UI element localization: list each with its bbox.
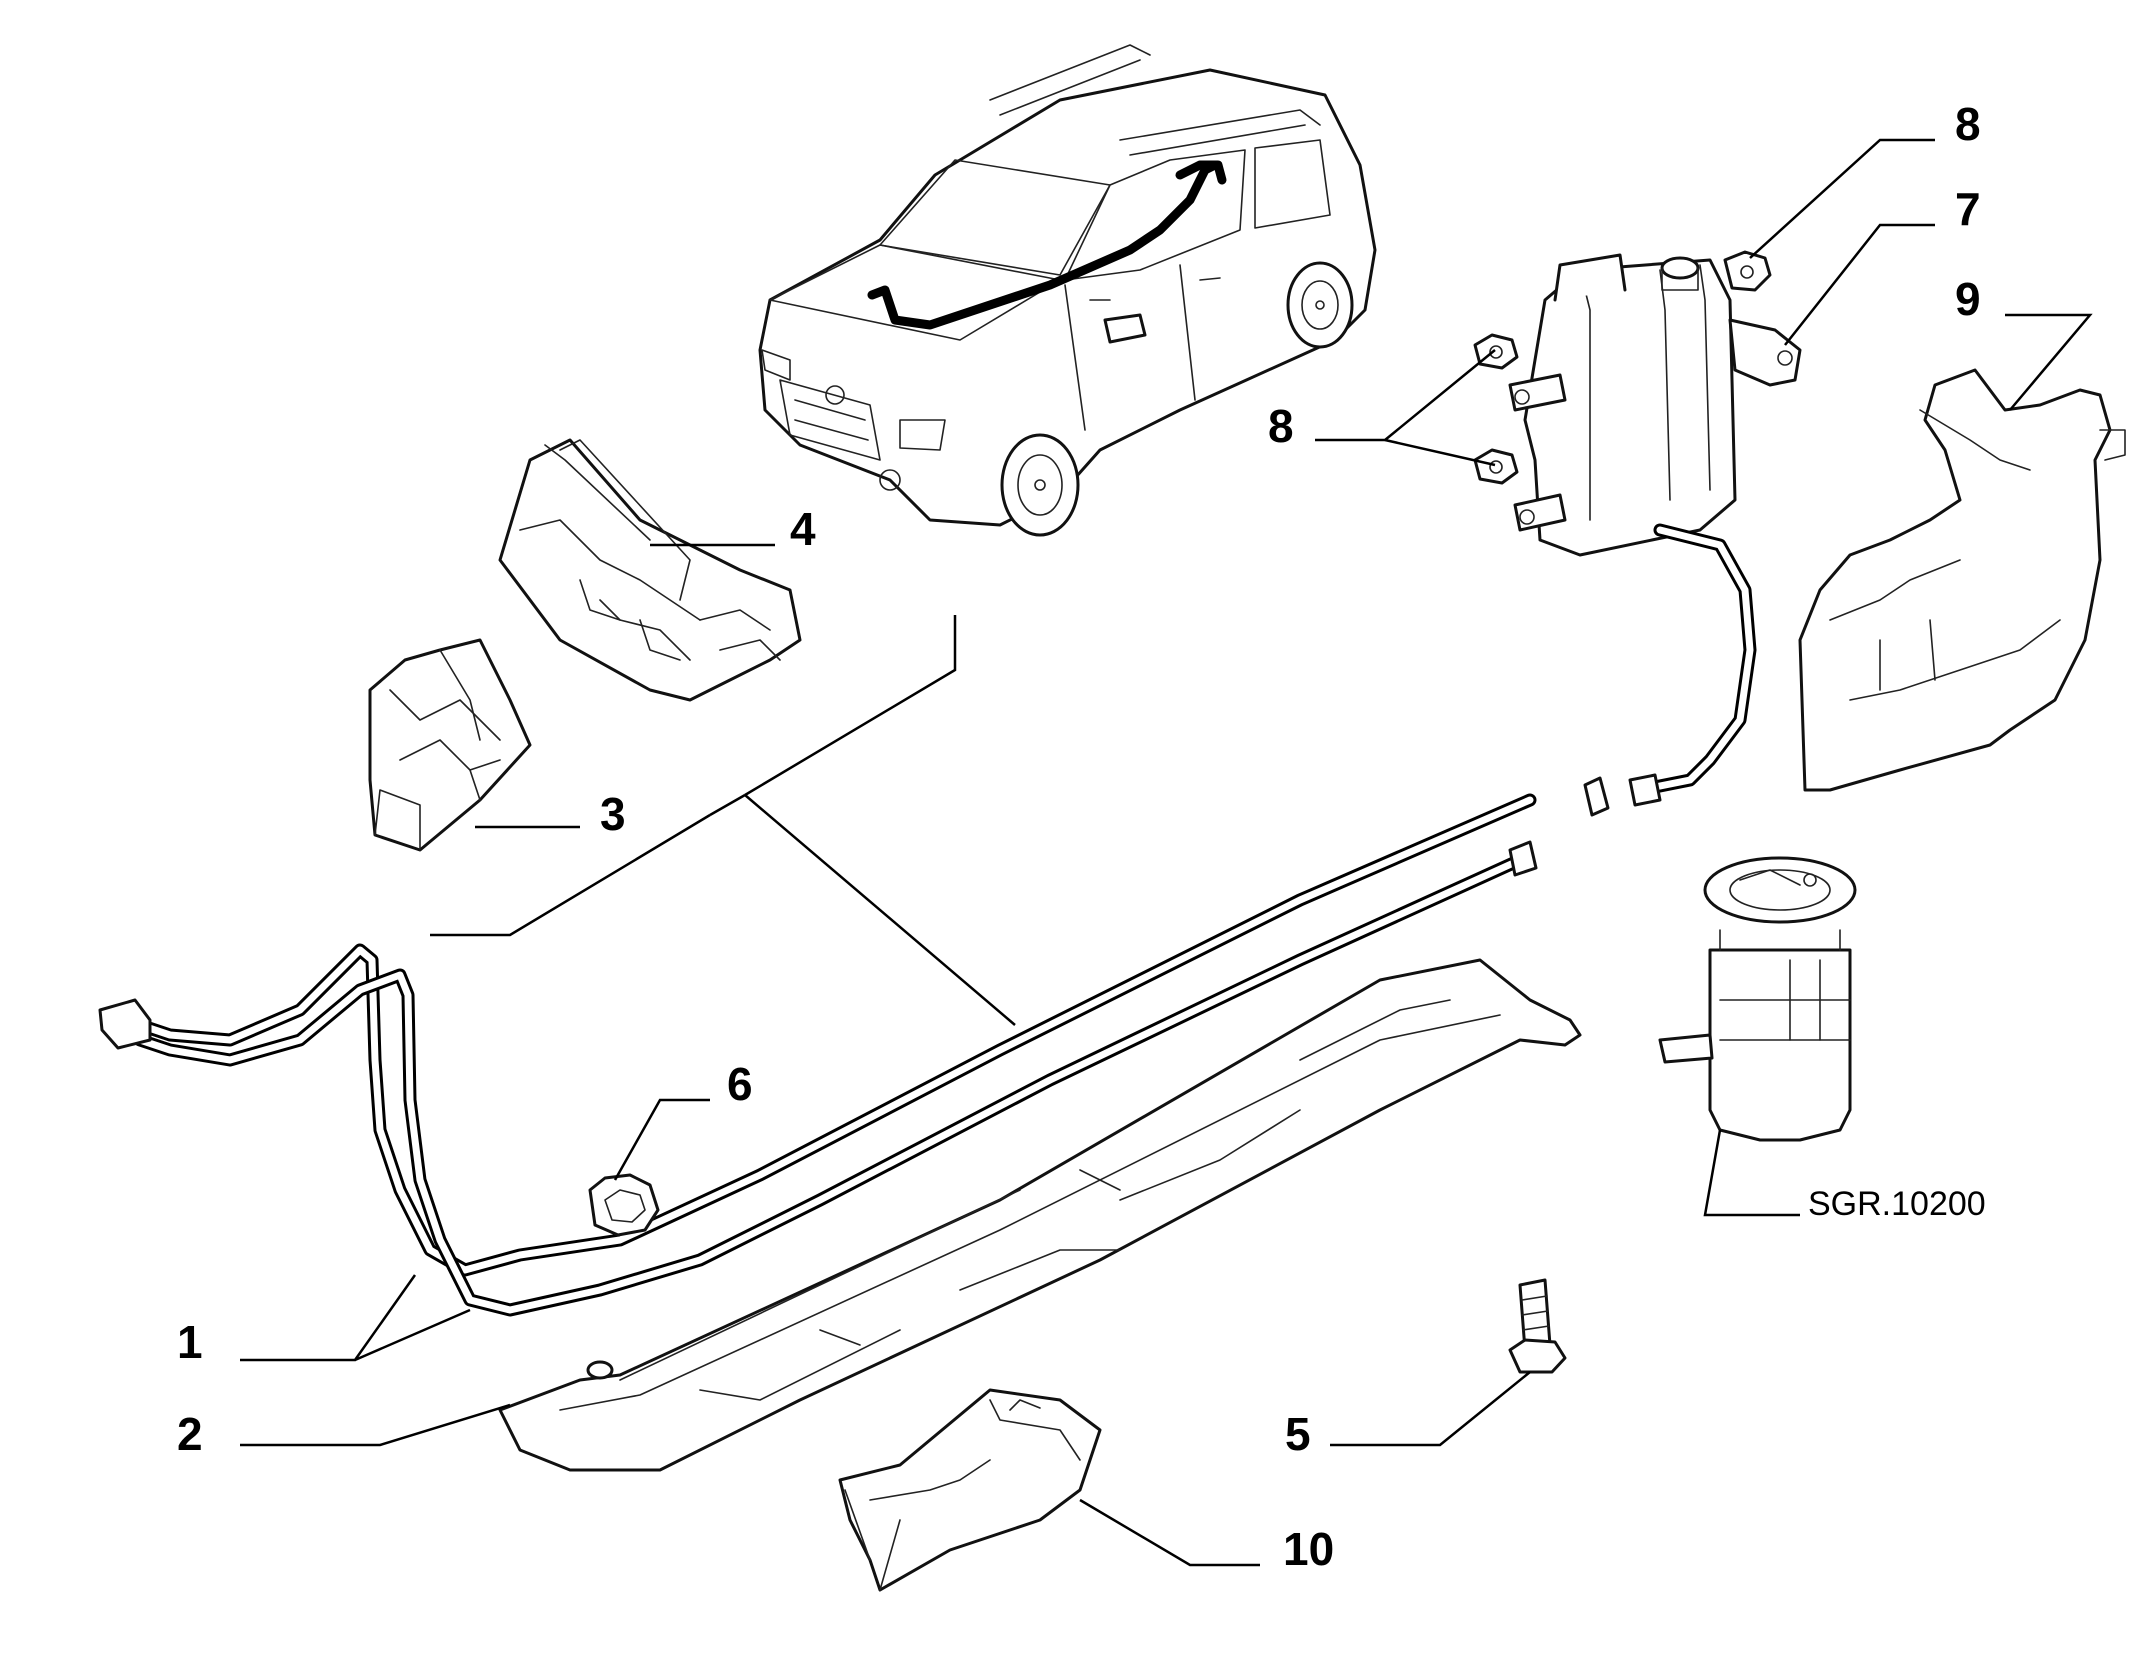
part-2-underbody-guard — [498, 958, 1582, 1472]
canister-hose — [1628, 523, 1757, 807]
part-4-clip-bracket — [498, 438, 802, 702]
callout-8-left: 8 — [1268, 400, 1294, 452]
callout-8-top: 8 — [1955, 98, 1981, 150]
nut-8-left-lower — [1473, 448, 1519, 485]
part-1-fuel-pipes — [98, 776, 1610, 1317]
leader-lines — [240, 138, 2093, 1567]
callout-6: 6 — [727, 1058, 753, 1110]
part-5-bolt — [1508, 1278, 1567, 1374]
callout-labels: 1 2 3 4 5 6 7 8 8 9 10 SGR.10200 — [177, 98, 1986, 1575]
part-6-nut — [588, 1173, 660, 1237]
nut-8-top — [1723, 250, 1772, 292]
callout-1: 1 — [177, 1316, 203, 1368]
callout-4: 4 — [790, 503, 816, 555]
vehicle-illustration — [758, 44, 1377, 537]
reference-label: SGR.10200 — [1808, 1185, 1986, 1223]
callout-10: 10 — [1283, 1523, 1334, 1575]
part-9-guard — [1798, 368, 2126, 792]
callout-2: 2 — [177, 1408, 203, 1460]
callout-3: 3 — [600, 788, 626, 840]
callout-7: 7 — [1955, 183, 1981, 235]
callout-5: 5 — [1285, 1408, 1311, 1460]
canister-assembly — [1473, 250, 1802, 557]
callout-9: 9 — [1955, 273, 1981, 325]
fuel-pump-module — [1658, 856, 1857, 1142]
part-3-clip — [368, 638, 532, 852]
part-10-duct — [838, 1388, 1102, 1592]
nut-8-left-upper — [1473, 333, 1519, 370]
